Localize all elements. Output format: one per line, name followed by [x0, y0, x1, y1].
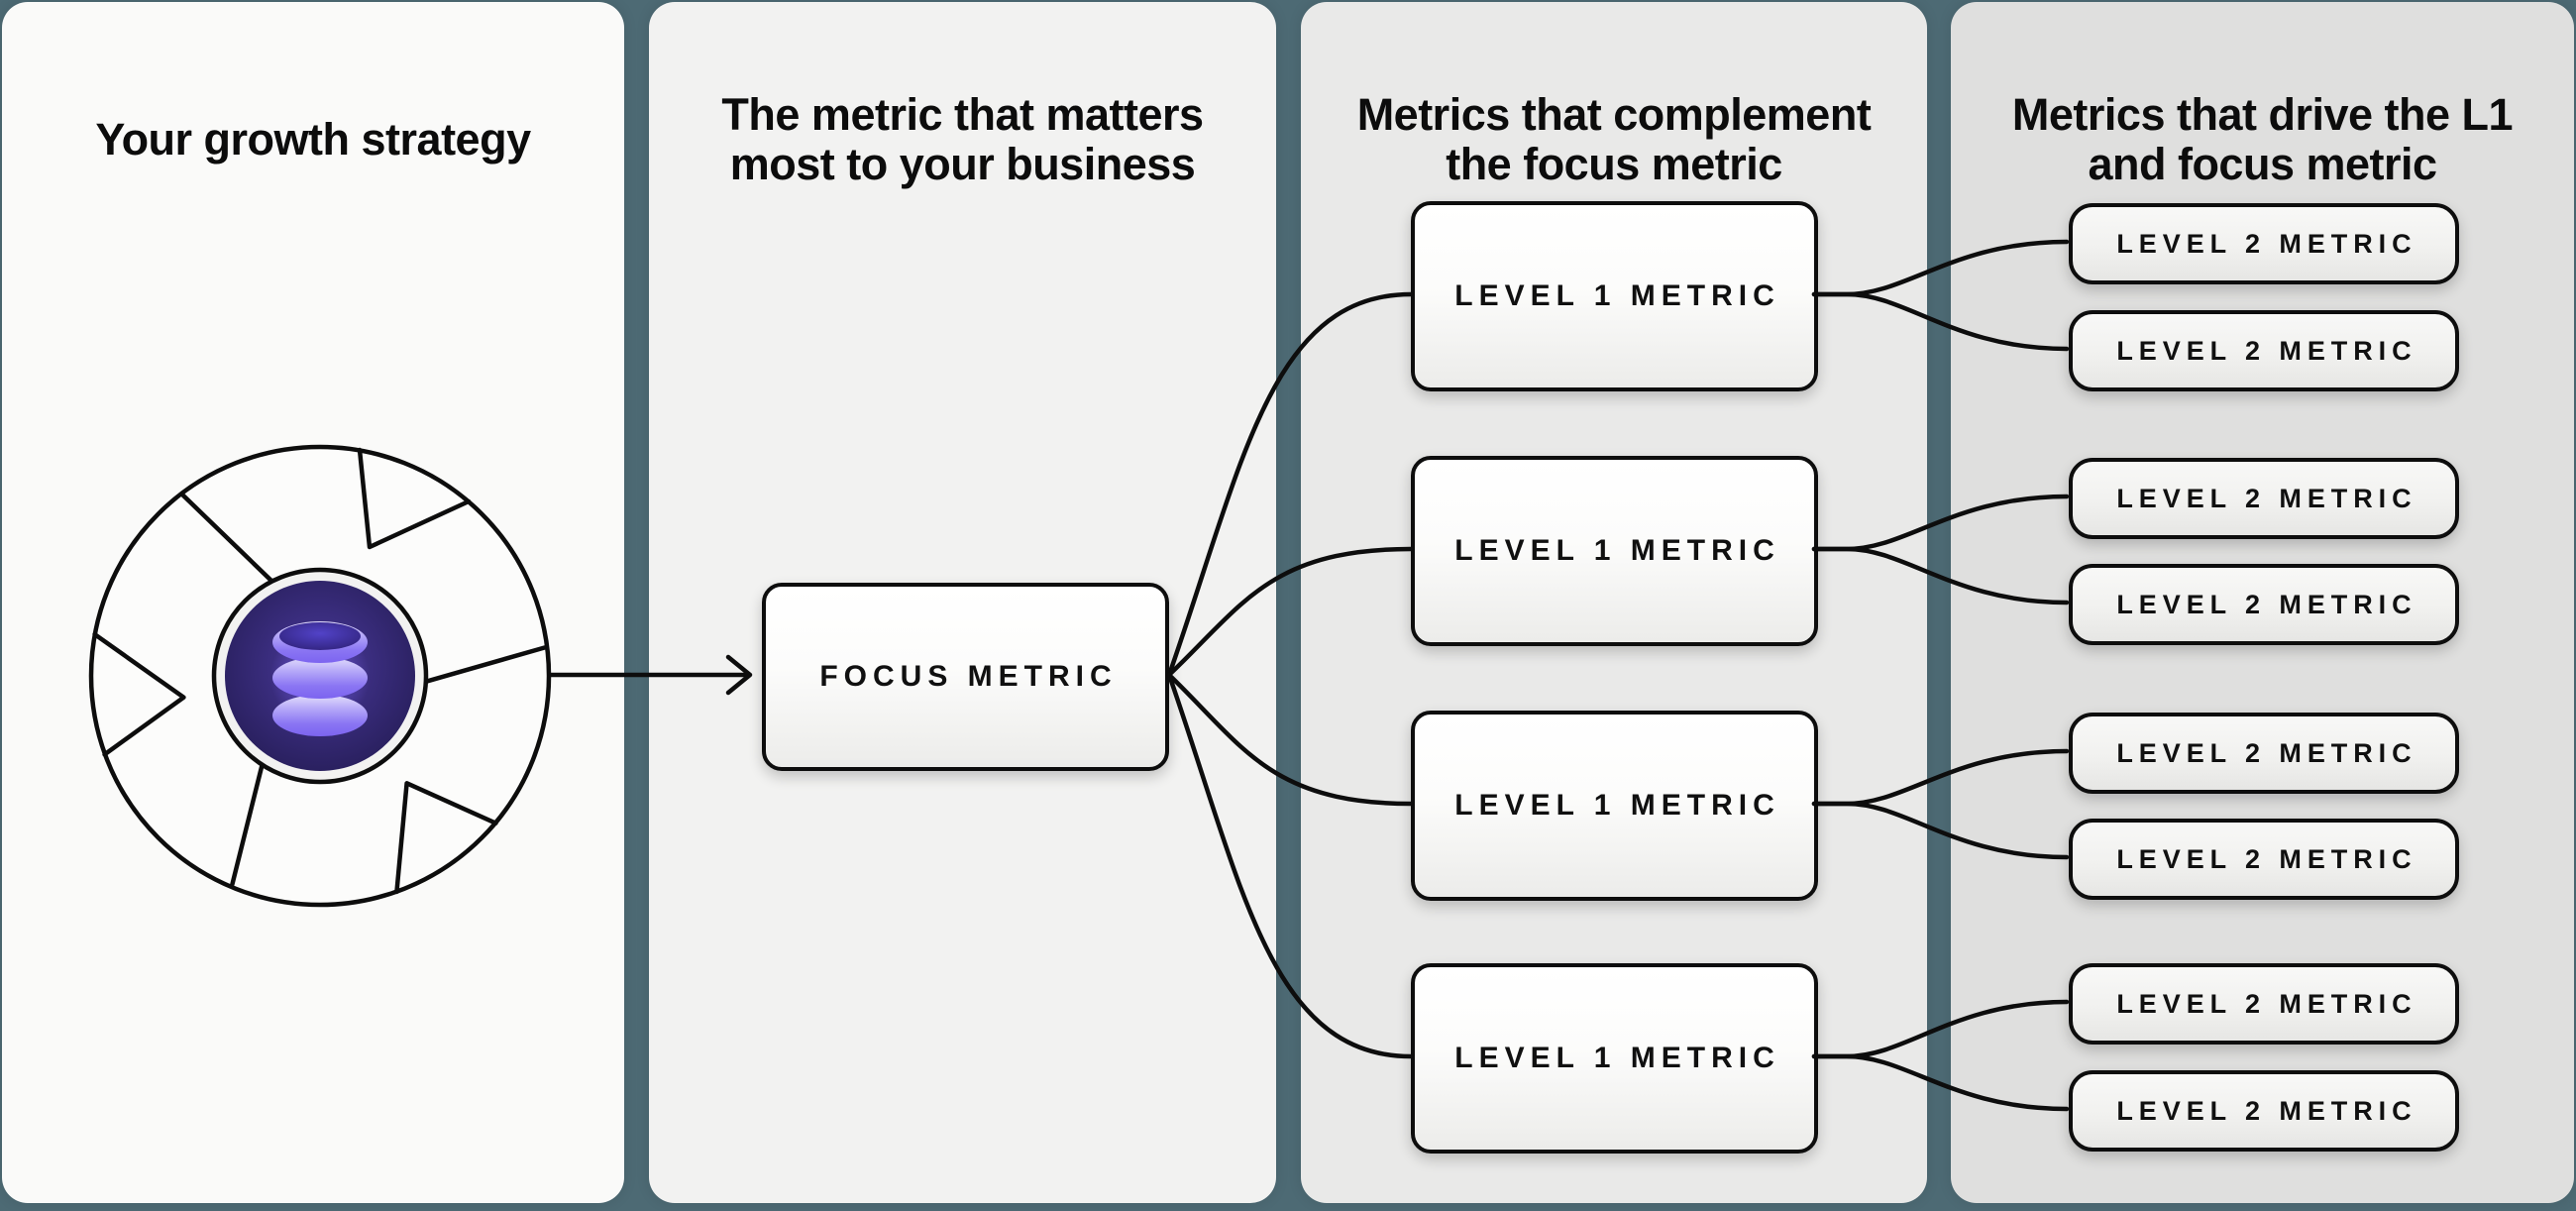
level1-node: LEVEL 1 METRIC: [1411, 201, 1818, 391]
level2-node: LEVEL 2 METRIC: [2069, 564, 2459, 645]
title-line: the focus metric: [1446, 139, 1782, 190]
column-title-growth-strategy: Your growth strategy: [2, 88, 624, 191]
level2-label: LEVEL 2 METRIC: [2116, 737, 2417, 768]
title-line: and focus metric: [2088, 139, 2437, 190]
column-growth-strategy: Your growth strategy: [2, 2, 624, 1203]
level1-node: LEVEL 1 METRIC: [1411, 711, 1818, 901]
level2-node: LEVEL 2 METRIC: [2069, 963, 2459, 1045]
level2-label: LEVEL 2 METRIC: [2116, 1095, 2417, 1126]
level2-label: LEVEL 2 METRIC: [2116, 335, 2417, 366]
level1-label: LEVEL 1 METRIC: [1454, 789, 1780, 822]
level2-node: LEVEL 2 METRIC: [2069, 310, 2459, 391]
column-title-level2: Metrics that drive the L1 and focus metr…: [1951, 88, 2574, 191]
level2-label: LEVEL 2 METRIC: [2116, 589, 2417, 619]
title-line: The metric that matters: [721, 89, 1204, 141]
title-line: Metrics that drive the L1: [2011, 89, 2514, 141]
level1-node: LEVEL 1 METRIC: [1411, 963, 1818, 1154]
focus-metric-node: FOCUS METRIC: [762, 583, 1169, 771]
growth-flywheel-icon: [88, 444, 552, 908]
column-title-focus-metric: The metric that matters most to your bus…: [649, 88, 1276, 191]
level2-node: LEVEL 2 METRIC: [2069, 1070, 2459, 1152]
level1-node: LEVEL 1 METRIC: [1411, 456, 1818, 646]
title-line: Metrics that complement: [1356, 89, 1872, 141]
level1-label: LEVEL 1 METRIC: [1454, 279, 1780, 312]
column-title-level1: Metrics that complement the focus metric: [1301, 88, 1927, 191]
level2-node: LEVEL 2 METRIC: [2069, 458, 2459, 539]
level2-label: LEVEL 2 METRIC: [2116, 228, 2417, 259]
column-focus-metric: The metric that matters most to your bus…: [649, 2, 1276, 1203]
column-level1-metrics: Metrics that complement the focus metric…: [1301, 2, 1927, 1203]
column-level2-metrics: Metrics that drive the L1 and focus metr…: [1951, 2, 2574, 1203]
level2-label: LEVEL 2 METRIC: [2116, 988, 2417, 1019]
level2-label: LEVEL 2 METRIC: [2116, 483, 2417, 513]
flywheel-blade-lines: [92, 447, 547, 895]
title-line: Your growth strategy: [95, 114, 531, 165]
focus-metric-label: FOCUS METRIC: [819, 660, 1118, 693]
level1-label: LEVEL 1 METRIC: [1454, 534, 1780, 567]
level2-node: LEVEL 2 METRIC: [2069, 203, 2459, 284]
level2-label: LEVEL 2 METRIC: [2116, 843, 2417, 874]
level2-node: LEVEL 2 METRIC: [2069, 819, 2459, 900]
level1-label: LEVEL 1 METRIC: [1454, 1042, 1780, 1074]
level2-node: LEVEL 2 METRIC: [2069, 713, 2459, 794]
database-icon: [249, 605, 391, 747]
title-line: most to your business: [729, 139, 1196, 190]
